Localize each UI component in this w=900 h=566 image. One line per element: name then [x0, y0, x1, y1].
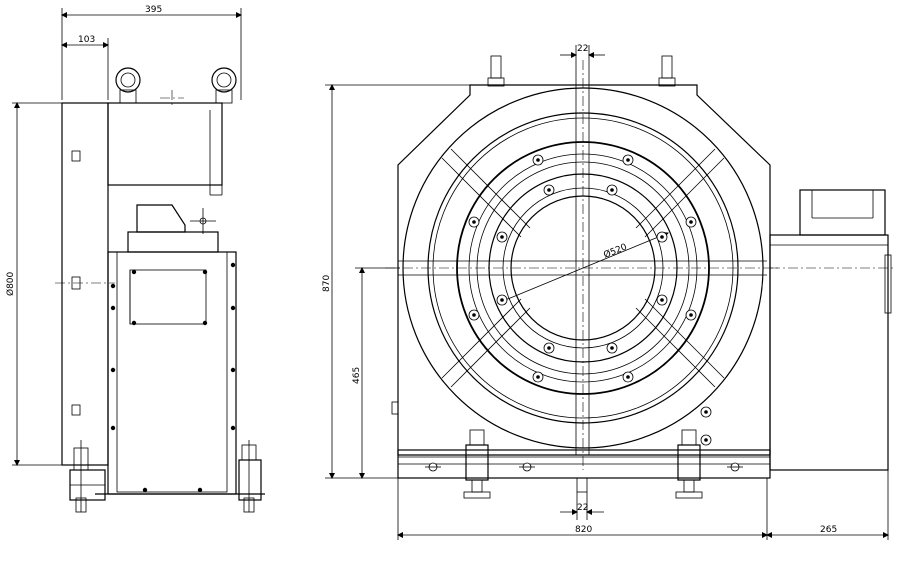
side-offset-label: 103	[78, 35, 95, 45]
side-bolt-dots	[110, 262, 236, 493]
side-width-label: 395	[145, 5, 162, 15]
front-motor-extent-label: 265	[820, 525, 837, 535]
front-lift-eye-left	[487, 55, 505, 87]
front-center-height-label: 465	[352, 367, 362, 384]
bolt-circle	[468, 154, 697, 383]
front-width-label: 820	[575, 525, 592, 535]
front-view: 22 870 465	[322, 44, 895, 540]
motor	[769, 189, 895, 471]
clamp-left	[463, 429, 491, 499]
clamp-right	[675, 429, 703, 499]
eye-bolt-right	[211, 67, 237, 104]
front-bottom-slot-label: 22	[577, 503, 588, 513]
eye-bolt-left	[115, 67, 141, 104]
side-view: 395 103 Ø800	[5, 5, 265, 513]
front-bore-label: Ø520	[602, 241, 629, 260]
side-diameter-label: Ø800	[5, 271, 16, 296]
front-top-slot-label: 22	[577, 44, 588, 54]
front-height-label: 870	[322, 275, 332, 292]
front-lift-eye-right	[658, 55, 676, 87]
diagonal-slots	[441, 148, 725, 388]
